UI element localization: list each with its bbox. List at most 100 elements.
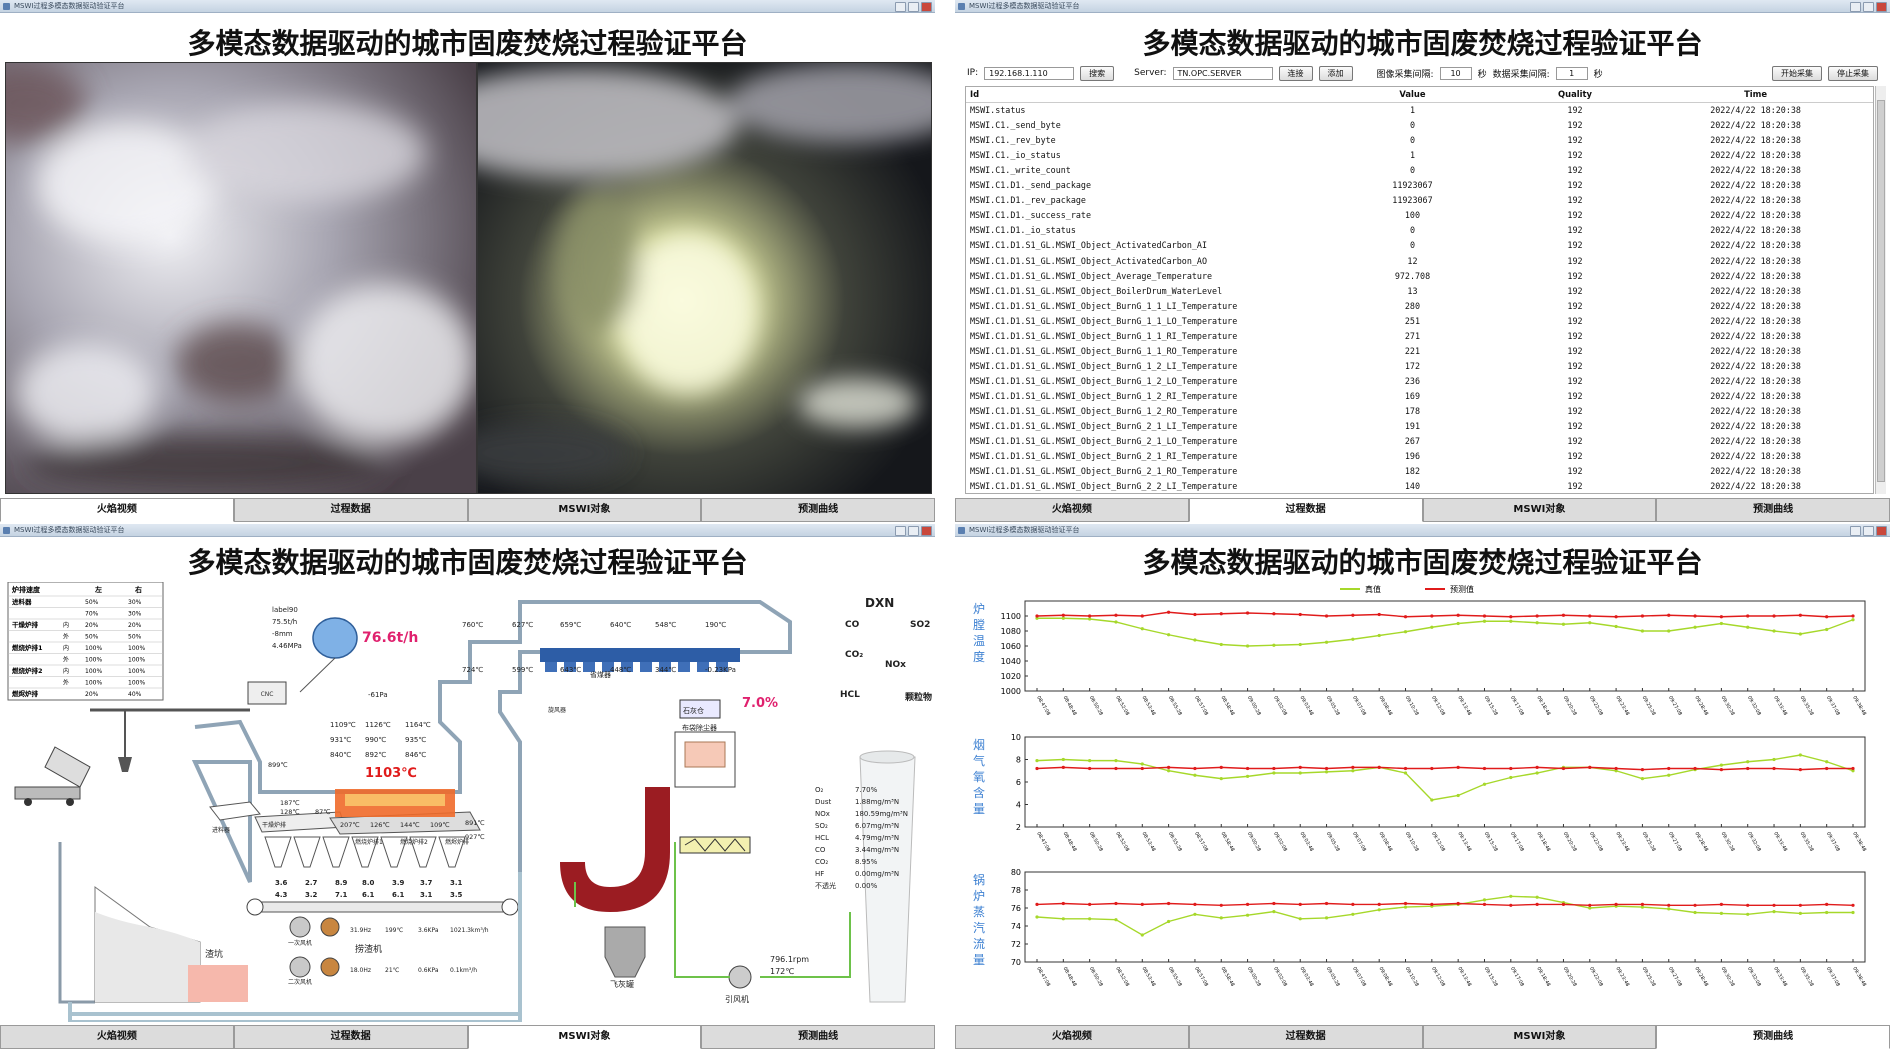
close-icon[interactable] <box>921 2 932 12</box>
table-cell: MSWI.C1.D1.S1_GL.MSWI_Object_BurnG_1_2_R… <box>970 390 1238 401</box>
window-controls[interactable] <box>1850 526 1887 536</box>
maximize-icon[interactable] <box>908 2 919 12</box>
plot-frame <box>1024 871 1866 963</box>
predicted-value-point <box>1825 902 1829 906</box>
table-row[interactable]: MSWI.C1.D1.S1_GL.MSWI_Object_BurnG_2_1_L… <box>966 434 1873 449</box>
close-icon[interactable] <box>921 526 932 536</box>
window-controls[interactable] <box>1850 2 1887 12</box>
minimize-icon[interactable] <box>895 2 906 12</box>
x-tick-label: 08:58:48 <box>1220 831 1236 853</box>
table-row[interactable]: MSWI.C1.D1.S1_GL.MSWI_Object_BurnG_1_2_R… <box>966 389 1873 404</box>
tab-mswi-object[interactable]: MSWI对象 <box>1422 1025 1657 1049</box>
tab-flame-video[interactable]: 火焰视频 <box>955 498 1189 522</box>
col-time[interactable]: Time <box>1744 89 1768 99</box>
window-controls[interactable] <box>895 526 932 536</box>
predicted-value-point <box>1798 768 1802 772</box>
tab-prediction-curve[interactable]: 预测曲线 <box>701 498 935 522</box>
connect-button[interactable]: 连接 <box>1278 65 1313 81</box>
economizer-tube <box>640 662 652 672</box>
table-row[interactable]: MSWI.C1.D1.S1_GL.MSWI_Object_BurnG_1_1_L… <box>966 299 1873 314</box>
table-row[interactable]: MSWI.C1.D1.S1_GL.MSWI_Object_BurnG_2_1_R… <box>966 449 1873 464</box>
table-row[interactable]: MSWI.C1.D1.S1_GL.MSWI_Object_ActivatedCa… <box>966 254 1873 269</box>
col-quality[interactable]: Quality <box>1558 89 1592 99</box>
table-row[interactable]: MSWI.C1.D1.S1_GL.MSWI_Object_BurnG_2_2_L… <box>966 479 1873 493</box>
table-row[interactable]: MSWI.C1.D1.S1_GL.MSWI_Object_BurnG_1_2_L… <box>966 359 1873 374</box>
tab-mswi-object[interactable]: MSWI对象 <box>467 1025 702 1049</box>
data-interval-input[interactable]: 1 <box>1555 66 1588 80</box>
tab-flame-video[interactable]: 火焰视频 <box>0 1025 234 1049</box>
tab-process-data[interactable]: 过程数据 <box>1188 498 1423 522</box>
table-row[interactable]: MSWI.C1.D1.S1_GL.MSWI_Object_BurnG_2_1_R… <box>966 464 1873 479</box>
search-button[interactable]: 搜索 <box>1080 65 1115 81</box>
col-id[interactable]: Id <box>970 89 980 99</box>
table-row[interactable]: MSWI.C1.D1.S1_GL.MSWI_Object_BurnG_1_1_R… <box>966 344 1873 359</box>
table-row[interactable]: MSWI.C1.D1.S1_GL.MSWI_Object_Average_Tem… <box>966 269 1873 284</box>
tab-process-data[interactable]: 过程数据 <box>1188 1025 1423 1049</box>
slag-conveyor <box>254 901 511 913</box>
hopper-value-bottom: 4.3 <box>275 891 288 899</box>
table-row[interactable]: MSWI.C1.D1.S1_GL.MSWI_Object_BoilerDrum_… <box>966 284 1873 299</box>
table-cell: MSWI.C1._write_count <box>970 165 1071 176</box>
table-row[interactable]: MSWI.C1.D1.S1_GL.MSWI_Object_BurnG_1_2_L… <box>966 374 1873 389</box>
tab-mswi-object[interactable]: MSWI对象 <box>1422 498 1657 522</box>
table-scrollbar[interactable] <box>1875 86 1886 494</box>
hopper-value-top: 8.9 <box>335 879 348 887</box>
table-cell: 192 <box>1567 436 1583 447</box>
furnace-temp: 840℃ <box>330 751 351 759</box>
minimize-icon[interactable] <box>895 526 906 536</box>
true-value-point <box>1798 911 1802 915</box>
table-row[interactable]: MSWI.C1.D1.S1_GL.MSWI_Object_BurnG_1_2_R… <box>966 404 1873 419</box>
maximize-icon[interactable] <box>1863 2 1874 12</box>
emission-value: 0.00% <box>855 882 878 890</box>
minimize-icon[interactable] <box>1850 2 1861 12</box>
tab-process-data[interactable]: 过程数据 <box>233 498 468 522</box>
tab-mswi-object[interactable]: MSWI对象 <box>467 498 702 522</box>
maximize-icon[interactable] <box>1863 526 1874 536</box>
col-value[interactable]: Value <box>1399 89 1426 99</box>
predicted-value-point <box>1772 614 1776 618</box>
ip-input[interactable]: 192.168.1.110 <box>984 66 1075 80</box>
zone-temp: 109℃ <box>430 821 450 829</box>
tab-flame-video[interactable]: 火焰视频 <box>955 1025 1189 1049</box>
table-row[interactable]: MSWI.C1.D1.S1_GL.MSWI_Object_BurnG_1_1_R… <box>966 329 1873 344</box>
stop-collect-button[interactable]: 停止采集 <box>1828 65 1878 81</box>
true-value-point <box>1351 637 1355 641</box>
start-collect-button[interactable]: 开始采集 <box>1772 65 1822 81</box>
tab-flame-video[interactable]: 火焰视频 <box>0 498 234 522</box>
close-icon[interactable] <box>1876 526 1887 536</box>
predicted-value-point <box>1088 614 1092 618</box>
secondary-fan-readout: 0.6KPa <box>418 967 439 974</box>
predicted-value-point <box>1167 765 1171 769</box>
close-icon[interactable] <box>1876 2 1887 12</box>
table-row[interactable]: MSWI.C1.D1.S1_GL.MSWI_Object_BurnG_1_1_L… <box>966 314 1873 329</box>
true-value-point <box>1324 770 1329 774</box>
speed-table-side: 内 <box>63 644 69 652</box>
window-controls[interactable] <box>895 2 932 12</box>
scrollbar-thumb[interactable] <box>1877 100 1885 482</box>
tab-prediction-curve[interactable]: 预测曲线 <box>1656 498 1890 522</box>
minimize-icon[interactable] <box>1850 526 1861 536</box>
server-select[interactable]: TN.OPC.SERVER <box>1172 66 1273 80</box>
tab-prediction-curve[interactable]: 预测曲线 <box>701 1025 935 1049</box>
table-cell: 192 <box>1567 240 1583 251</box>
maximize-icon[interactable] <box>908 526 919 536</box>
table-row[interactable]: MSWI.C1.D1.S1_GL.MSWI_Object_BurnG_2_1_L… <box>966 419 1873 434</box>
add-button[interactable]: 添加 <box>1318 65 1353 81</box>
image-interval-input[interactable]: 10 <box>1439 66 1472 80</box>
tab-process-data[interactable]: 过程数据 <box>233 1025 468 1049</box>
table-cell: 192 <box>1567 330 1583 341</box>
tab-prediction-curve[interactable]: 预测曲线 <box>1656 1025 1890 1049</box>
x-tick-label: 09:15:28 <box>1483 695 1499 717</box>
table-row[interactable]: MSWI.C1.D1.S1_GL.MSWI_Object_ActivatedCa… <box>966 238 1873 253</box>
